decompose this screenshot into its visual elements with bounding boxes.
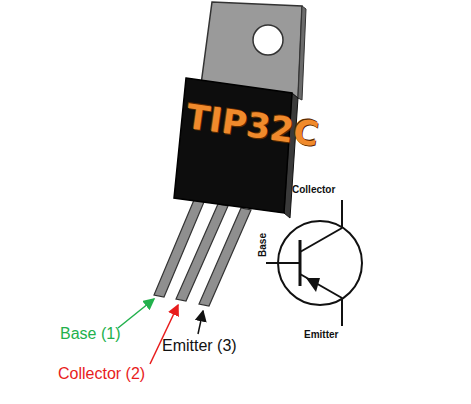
pin-label: Collector (2) bbox=[58, 366, 145, 382]
pin-label: Emitter (3) bbox=[162, 338, 237, 354]
leader-line bbox=[198, 311, 203, 334]
pin-label: Base (1) bbox=[60, 326, 120, 342]
transistor-legs bbox=[154, 200, 251, 306]
leader-line bbox=[150, 305, 178, 364]
pnp-transistor-symbol bbox=[266, 200, 362, 326]
terminal-label: Emitter bbox=[304, 330, 338, 340]
terminal-label: Collector bbox=[292, 185, 335, 195]
leader-line bbox=[118, 299, 154, 328]
terminal-label: Base bbox=[258, 233, 268, 257]
